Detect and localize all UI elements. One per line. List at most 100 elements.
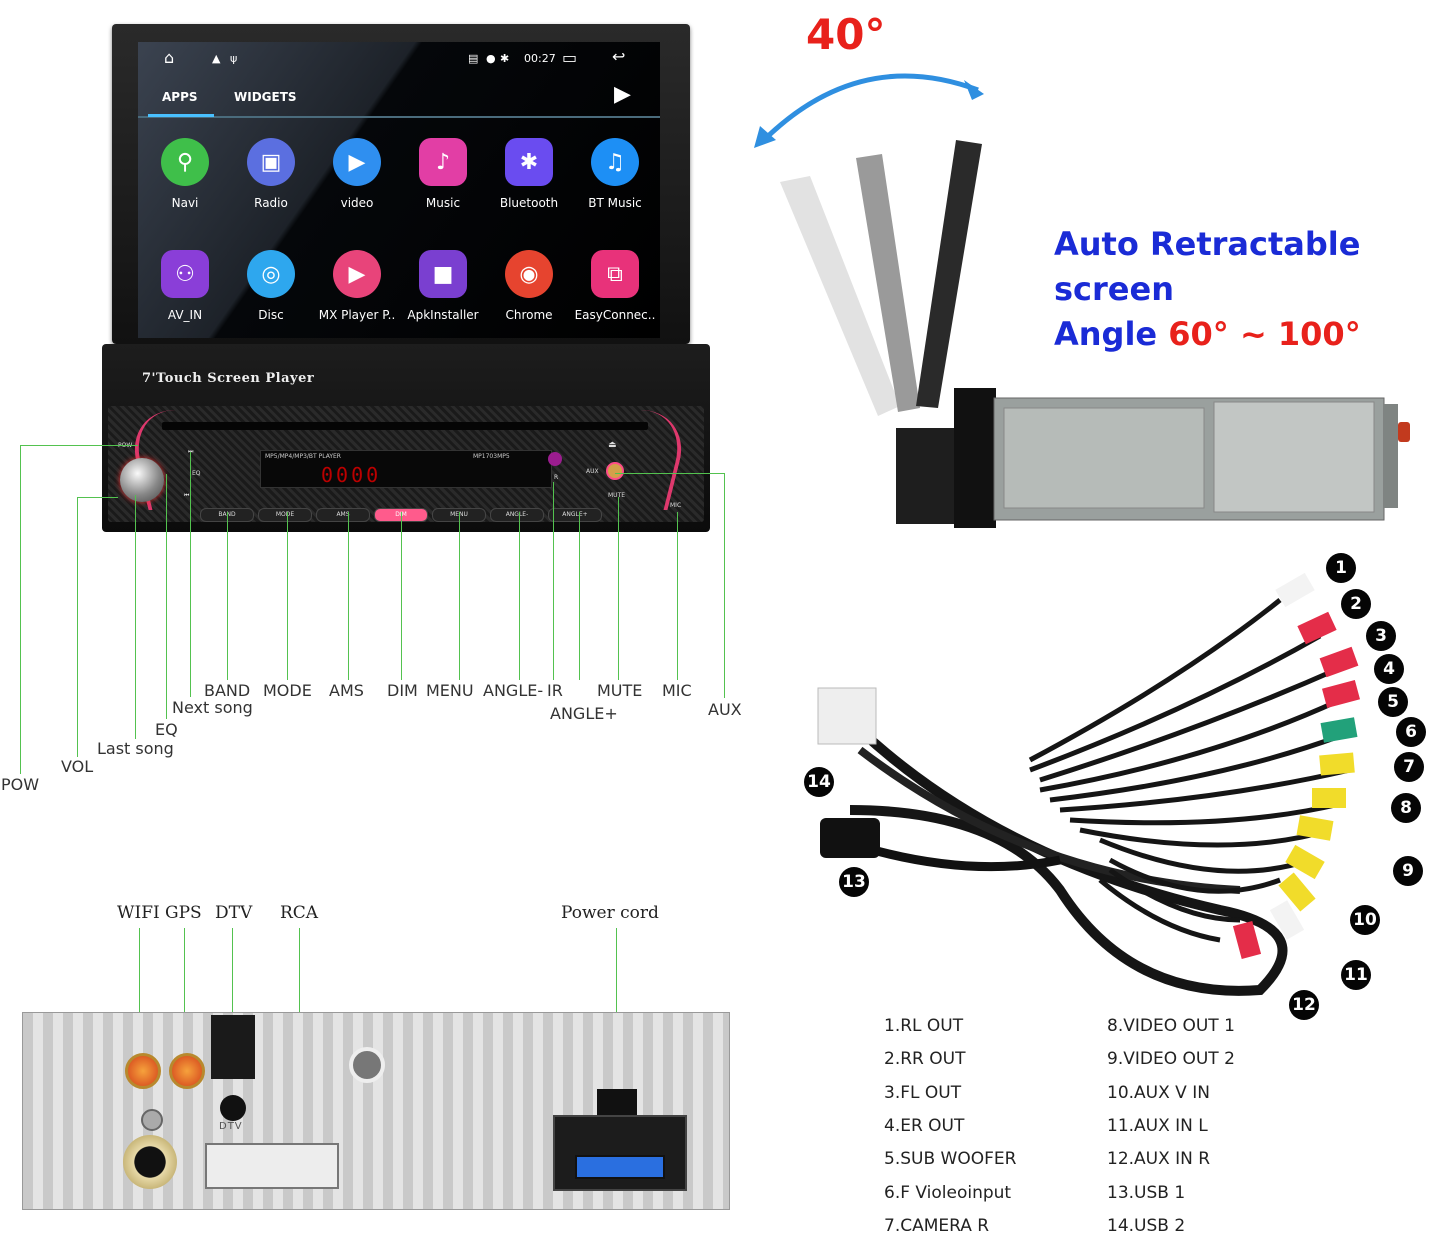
callout-line-angle-plus	[579, 512, 580, 680]
app-drawer-tabs: APPS WIDGETS ▶	[138, 78, 660, 118]
legend-item: 7.CAMERA R	[884, 1215, 990, 1236]
app-music[interactable]: ♪Music	[400, 138, 486, 210]
cable-number-badge: 3	[1366, 621, 1396, 651]
back-label-gps: GPS	[165, 903, 202, 923]
callout-angle-minus: ANGLE-	[483, 681, 544, 700]
legend-item: 10.AUX V IN	[1107, 1082, 1210, 1103]
next-song-icon[interactable]: ⏭	[188, 448, 193, 456]
tilt-arrow	[754, 73, 984, 148]
app-bluetooth[interactable]: ✱Bluetooth	[486, 138, 572, 210]
mic-label: MIC	[670, 502, 682, 509]
touch-screen[interactable]: ⌂ ▲ ψ ▤ ● ✱ 00:27 ▭ ↩ APPS WIDGETS ▶ ⚲Na…	[138, 42, 660, 338]
bluetooth-icon: ✱	[505, 138, 553, 186]
app-mx-player-p[interactable]: ▶ MX Player P..	[314, 250, 400, 322]
mute-label[interactable]: MUTE	[608, 492, 626, 499]
cable-number-badge: 9	[1393, 856, 1423, 886]
dtv-stamp: DTV	[219, 1121, 243, 1132]
last-song-icon[interactable]: ⏮	[184, 492, 190, 499]
aux-jack[interactable]	[606, 462, 624, 480]
chrome-icon: ◉	[505, 250, 553, 298]
cable-number-badge: 14	[804, 767, 834, 797]
app-video[interactable]: ▶video	[314, 138, 400, 210]
app-navi[interactable]: ⚲Navi	[142, 138, 228, 210]
music-note-icon: ♪	[419, 138, 467, 186]
faceplate-button-mode[interactable]: MODE	[258, 508, 312, 522]
callout-line-last-song	[135, 495, 136, 739]
callout-mute: MUTE	[597, 681, 643, 700]
eject-icon[interactable]: ⏏	[608, 440, 617, 450]
retracting-screen-illustration	[780, 140, 982, 416]
av-in-icon: ⚇	[161, 250, 209, 298]
callout-line-menu	[459, 512, 460, 680]
eq-label[interactable]: EQ	[192, 470, 201, 477]
faceplate-button-ams[interactable]: AMS	[316, 508, 370, 522]
usb-icon: ψ	[230, 52, 238, 65]
radio-antenna-port[interactable]	[123, 1135, 177, 1189]
faceplate-button-angle[interactable]: ANGLE-	[490, 508, 544, 522]
gps-antenna-connector[interactable]	[169, 1053, 205, 1089]
dtv-port-block	[211, 1015, 255, 1079]
status-time: 00:27	[524, 52, 556, 65]
faceplate: 7'Touch Screen Player MP5/MP4/MP3/BT PLA…	[102, 344, 710, 532]
legend-item: 9.VIDEO OUT 2	[1107, 1049, 1235, 1070]
legend-item: 1.RL OUT	[884, 1016, 964, 1036]
location-icon: ●	[486, 52, 496, 65]
cable-number-badge: 1	[1326, 553, 1356, 583]
easyconnect-icon: ⧉	[591, 250, 639, 298]
legend-item: 2.RR OUT	[884, 1049, 966, 1070]
retractable-screen-caption: Auto Retractable screen Angle 60° ~ 100°	[1054, 222, 1361, 357]
caption-line-1: Auto Retractable	[1054, 225, 1361, 263]
cable-harness-illustration	[817, 572, 1361, 996]
mx-player-icon: ▶	[333, 250, 381, 298]
app-easyconnec[interactable]: ⧉EasyConnec..	[572, 250, 658, 322]
volume-knob[interactable]	[120, 458, 164, 502]
dtv-port[interactable]	[220, 1095, 246, 1121]
cast-icon: ▤	[468, 52, 479, 65]
recent-apps-icon[interactable]: ▭	[562, 48, 578, 67]
usb-port[interactable]	[575, 1155, 665, 1179]
callout-menu: MENU	[426, 681, 474, 700]
app-bt-music[interactable]: ♫BT Music	[572, 138, 658, 210]
callout-dim: DIM	[387, 681, 418, 700]
tab-apps[interactable]: APPS	[162, 90, 198, 104]
home-icon[interactable]: ⌂	[164, 48, 175, 67]
play-store-icon[interactable]: ▶	[614, 82, 631, 107]
app-label: BT Music	[588, 196, 642, 210]
app-av-in[interactable]: ⚇AV_IN	[142, 250, 228, 322]
faceplate-button-angle[interactable]: ANGLE+	[548, 508, 602, 522]
callout-mode: MODE	[263, 681, 312, 700]
play-icon: ▶	[333, 138, 381, 186]
wifi-antenna-connector[interactable]	[125, 1053, 161, 1089]
legend-item: 14.USB 2	[1107, 1215, 1186, 1236]
app-apkinstaller[interactable]: ■ApkInstaller	[400, 250, 486, 322]
cable-number-badge: 2	[1341, 589, 1371, 619]
callout-line-dim	[401, 512, 402, 680]
app-label: MX Player P..	[318, 308, 396, 322]
cable-number-badge: 6	[1396, 717, 1426, 747]
power-cord-connector[interactable]	[553, 1115, 687, 1191]
callout-line-aux-h	[615, 473, 724, 474]
faceplate-title: 7'Touch Screen Player	[142, 371, 315, 386]
cable-number-badge: 12	[1289, 990, 1319, 1020]
caption-angle-prefix: Angle	[1054, 315, 1169, 353]
rear-panel: DTV	[22, 1012, 730, 1210]
rca-connector[interactable]	[205, 1143, 339, 1189]
app-chrome[interactable]: ◉Chrome	[486, 250, 572, 322]
ir-label: R	[554, 474, 559, 481]
panel-hole	[349, 1047, 385, 1083]
callout-pow: POW	[1, 775, 40, 794]
tab-widgets[interactable]: WIDGETS	[234, 90, 297, 104]
callout-aux: AUX	[708, 700, 742, 719]
app-radio[interactable]: ▣Radio	[228, 138, 314, 210]
aux-label: AUX	[586, 468, 599, 475]
back-icon[interactable]: ↩	[612, 47, 626, 66]
callout-last-song: Last song	[97, 739, 174, 758]
app-disc[interactable]: ◎Disc	[228, 250, 314, 322]
callout-ir: IR	[547, 681, 563, 700]
callout-band: BAND	[204, 681, 251, 700]
callout-line-vol	[77, 497, 78, 757]
legend-item: 5.SUB WOOFER	[884, 1149, 1017, 1170]
callout-line-band	[227, 512, 228, 680]
power-plug-tab	[597, 1089, 637, 1115]
